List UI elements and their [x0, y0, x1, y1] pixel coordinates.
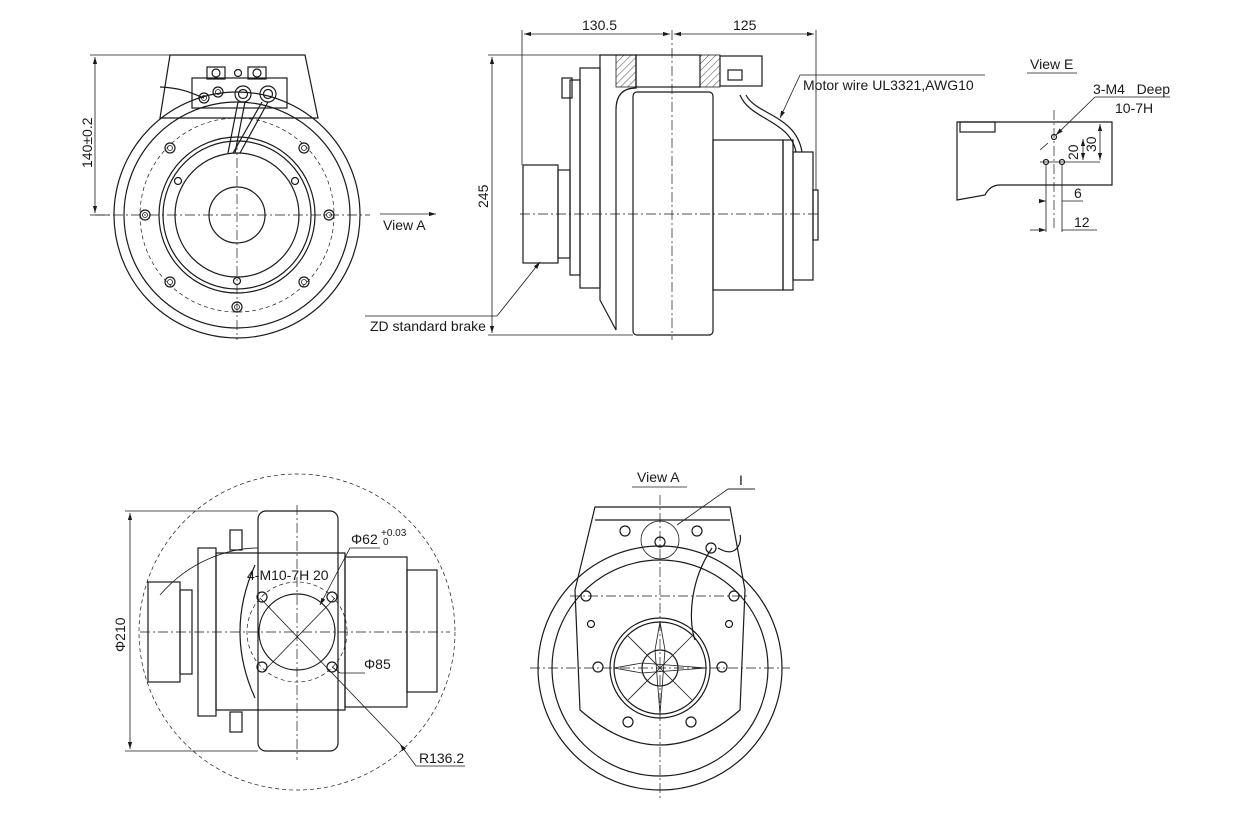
bottom-diameter-62: Φ62 [351, 531, 378, 547]
side-height-dimension: 245 [475, 184, 491, 208]
brake-callout: ZD standard brake [370, 318, 486, 334]
bottom-thread-spec: 4-M10-7H [247, 567, 309, 583]
wheel-tire [632, 91, 714, 336]
bottom-thread-depth: 20 [313, 567, 329, 583]
front-height-dimension: 140±0.2 [79, 117, 95, 168]
bottom-diameter-62-tolerance-upper: +0.03 [381, 528, 407, 539]
view-e-title: View E [1030, 56, 1073, 72]
view-e [956, 72, 1170, 233]
view-a-detail-marker: I [739, 472, 743, 488]
side-view [365, 30, 985, 340]
view-a-arrow-label: View A [383, 217, 426, 233]
view-e-dim-30: 30 [1083, 136, 1099, 152]
view-a-title: View A [637, 469, 680, 485]
bottom-view [125, 473, 465, 791]
bottom-diameter-62-tolerance-lower: 0 [383, 537, 389, 548]
bottom-diameter-210: Φ210 [112, 617, 128, 652]
bottom-radius: R136.2 [419, 750, 464, 766]
view-e-thread-spec-2: 10-7H [1115, 100, 1153, 116]
view-e-thread-spec-1: 3-M4 Deep [1093, 81, 1170, 97]
motor-wire-callout: Motor wire UL3321,AWG10 [803, 77, 974, 93]
view-e-dim-20: 20 [1065, 144, 1081, 160]
side-left-width-dimension: 130.5 [582, 17, 617, 33]
view-e-dim-6: 6 [1074, 185, 1082, 201]
front-view [90, 54, 370, 340]
view-e-dim-12: 12 [1074, 214, 1090, 230]
bottom-diameter-85: Φ85 [364, 656, 391, 672]
view-a [530, 486, 790, 800]
side-right-width-dimension: 125 [733, 17, 757, 33]
